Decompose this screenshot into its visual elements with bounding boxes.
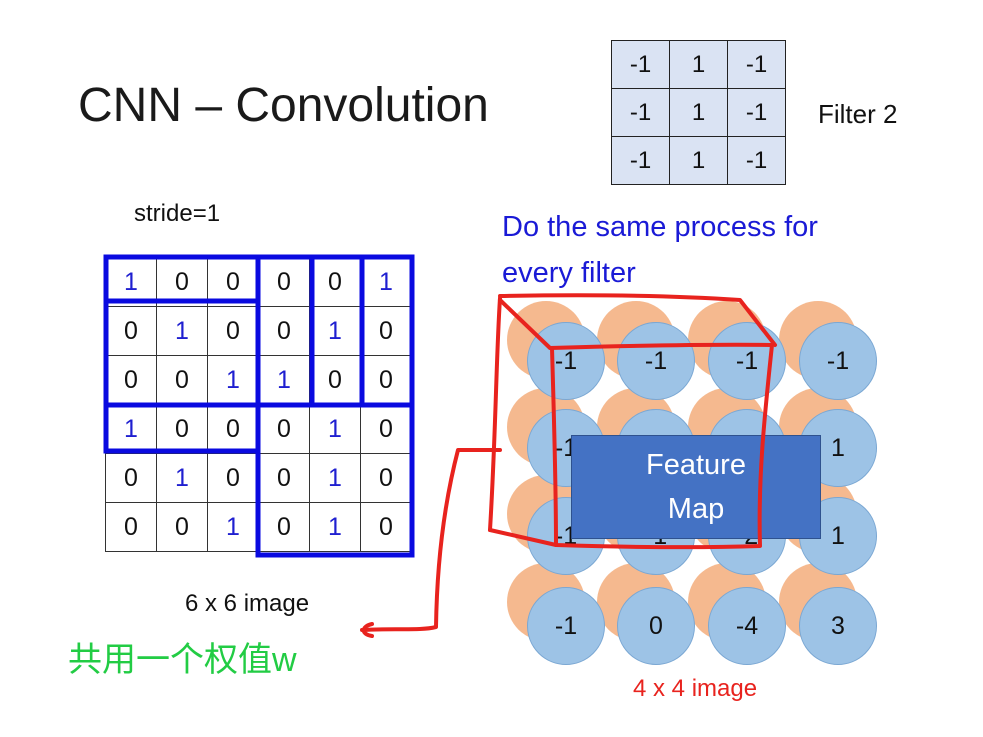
handwritten-arrow xyxy=(360,448,502,632)
feature-map-label-1: Feature xyxy=(646,449,746,481)
handwritten-box xyxy=(550,343,774,550)
image-cell: 1 xyxy=(309,502,361,552)
output-cell: -1 xyxy=(708,322,786,400)
filter-cell: -1 xyxy=(727,88,786,137)
handwritten-bracket xyxy=(488,528,558,547)
feature-map-box: Feature Map xyxy=(571,435,821,539)
image-cell: 1 xyxy=(309,453,361,503)
output-cell: 3 xyxy=(799,587,877,665)
image-cell: 0 xyxy=(258,306,310,356)
image-cell: 0 xyxy=(207,306,259,356)
receptive-field-outline xyxy=(309,254,365,408)
image-cell: 0 xyxy=(207,453,259,503)
same-process-line-1: Do the same process for xyxy=(502,211,818,243)
image-cell: 0 xyxy=(309,355,361,405)
output-cell: -1 xyxy=(799,322,877,400)
filter-cell: -1 xyxy=(611,136,670,185)
image-cell: 1 xyxy=(309,306,361,356)
same-process-note: Do the same process for every filter xyxy=(502,204,902,296)
image-cell: 0 xyxy=(156,502,208,552)
filter-cell: -1 xyxy=(611,40,670,89)
output-image-caption: 4 x 4 image xyxy=(633,675,758,702)
image-cell: 0 xyxy=(105,502,157,552)
feature-map-label-2: Map xyxy=(667,493,725,525)
receptive-field-outline xyxy=(255,254,415,408)
image-cell: 0 xyxy=(309,257,361,307)
image-cell: 1 xyxy=(207,502,259,552)
stride-label: stride=1 xyxy=(134,200,221,227)
filter-matrix: -1 1 -1 -1 1 -1 -1 1 -1 xyxy=(611,40,786,185)
output-cell: -1 xyxy=(617,322,695,400)
output-cell: -1 xyxy=(527,587,605,665)
filter-cell: 1 xyxy=(669,40,728,89)
image-cell: 0 xyxy=(258,257,310,307)
shared-weight-note: 共用一个权值w xyxy=(68,641,297,679)
filter-cell: -1 xyxy=(611,88,670,137)
receptive-field-outline xyxy=(103,254,261,304)
handwritten-bracket xyxy=(498,293,777,347)
image-cell: 0 xyxy=(258,502,310,552)
filter-cell: 1 xyxy=(669,88,728,137)
input-image-grid: 1 0 0 0 0 1 0 1 0 0 1 0 0 0 1 1 0 0 1 0 … xyxy=(105,257,412,552)
filter-cell: 1 xyxy=(669,136,728,185)
receptive-field-outline xyxy=(103,298,261,408)
filter-cell: -1 xyxy=(727,40,786,89)
output-cell: -1 xyxy=(527,322,605,400)
output-cell: 0 xyxy=(617,587,695,665)
image-cell: 1 xyxy=(207,355,259,405)
handwritten-arrowhead xyxy=(361,622,374,638)
same-process-line-2: every filter xyxy=(502,257,636,289)
handwritten-bracket xyxy=(498,298,774,350)
image-cell: 0 xyxy=(156,355,208,405)
input-image-caption: 6 x 6 image xyxy=(185,590,310,617)
image-cell: 0 xyxy=(360,502,412,552)
receptive-field-outline xyxy=(255,402,415,558)
filter-cell: -1 xyxy=(727,136,786,185)
image-cell: 0 xyxy=(360,453,412,503)
receptive-field-outline xyxy=(103,402,261,454)
page-title: CNN – Convolution xyxy=(78,79,489,132)
image-cell: 0 xyxy=(156,404,208,454)
handwritten-bracket xyxy=(488,296,502,532)
filter-label: Filter 2 xyxy=(818,99,898,129)
output-cell: -4 xyxy=(708,587,786,665)
image-cell: 0 xyxy=(258,453,310,503)
